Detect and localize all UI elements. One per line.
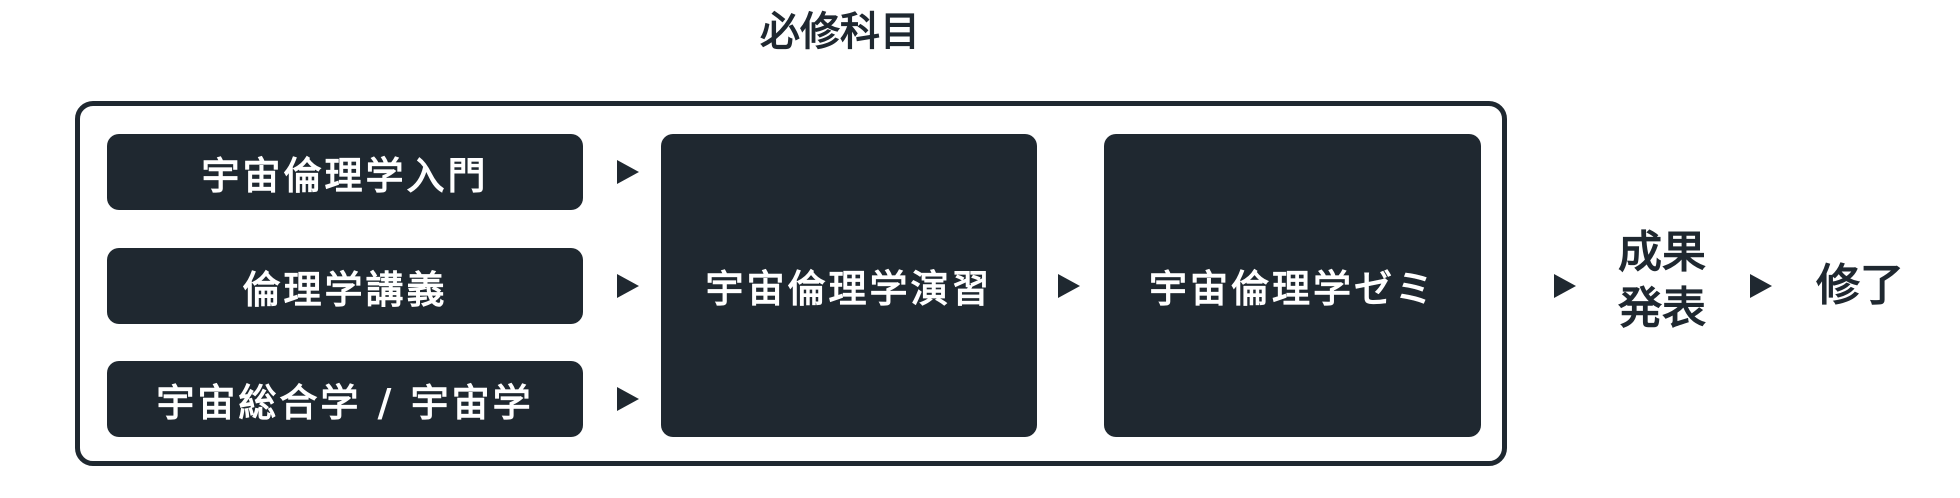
- completion-label: 修了: [1816, 260, 1904, 311]
- course-box-space-studies: 宇宙総合学 / 宇宙学: [107, 361, 583, 437]
- arrow-right-icon: [1554, 274, 1576, 298]
- presentation-label: 成果 発表: [1604, 225, 1720, 337]
- arrow-right-icon: [617, 387, 639, 411]
- presentation-label-line2: 発表: [1618, 283, 1706, 334]
- presentation-label-line1: 成果: [1618, 227, 1706, 278]
- diagram-title: 必修科目: [760, 9, 920, 55]
- course-box-seminar: 宇宙倫理学ゼミ: [1104, 134, 1481, 437]
- course-box-ethics-lecture: 倫理学講義: [107, 248, 583, 324]
- course-box-practice: 宇宙倫理学演習: [661, 134, 1037, 437]
- arrow-right-icon: [1058, 274, 1080, 298]
- arrow-right-icon: [1750, 274, 1772, 298]
- course-box-intro: 宇宙倫理学入門: [107, 134, 583, 210]
- arrow-right-icon: [617, 274, 639, 298]
- arrow-right-icon: [617, 160, 639, 184]
